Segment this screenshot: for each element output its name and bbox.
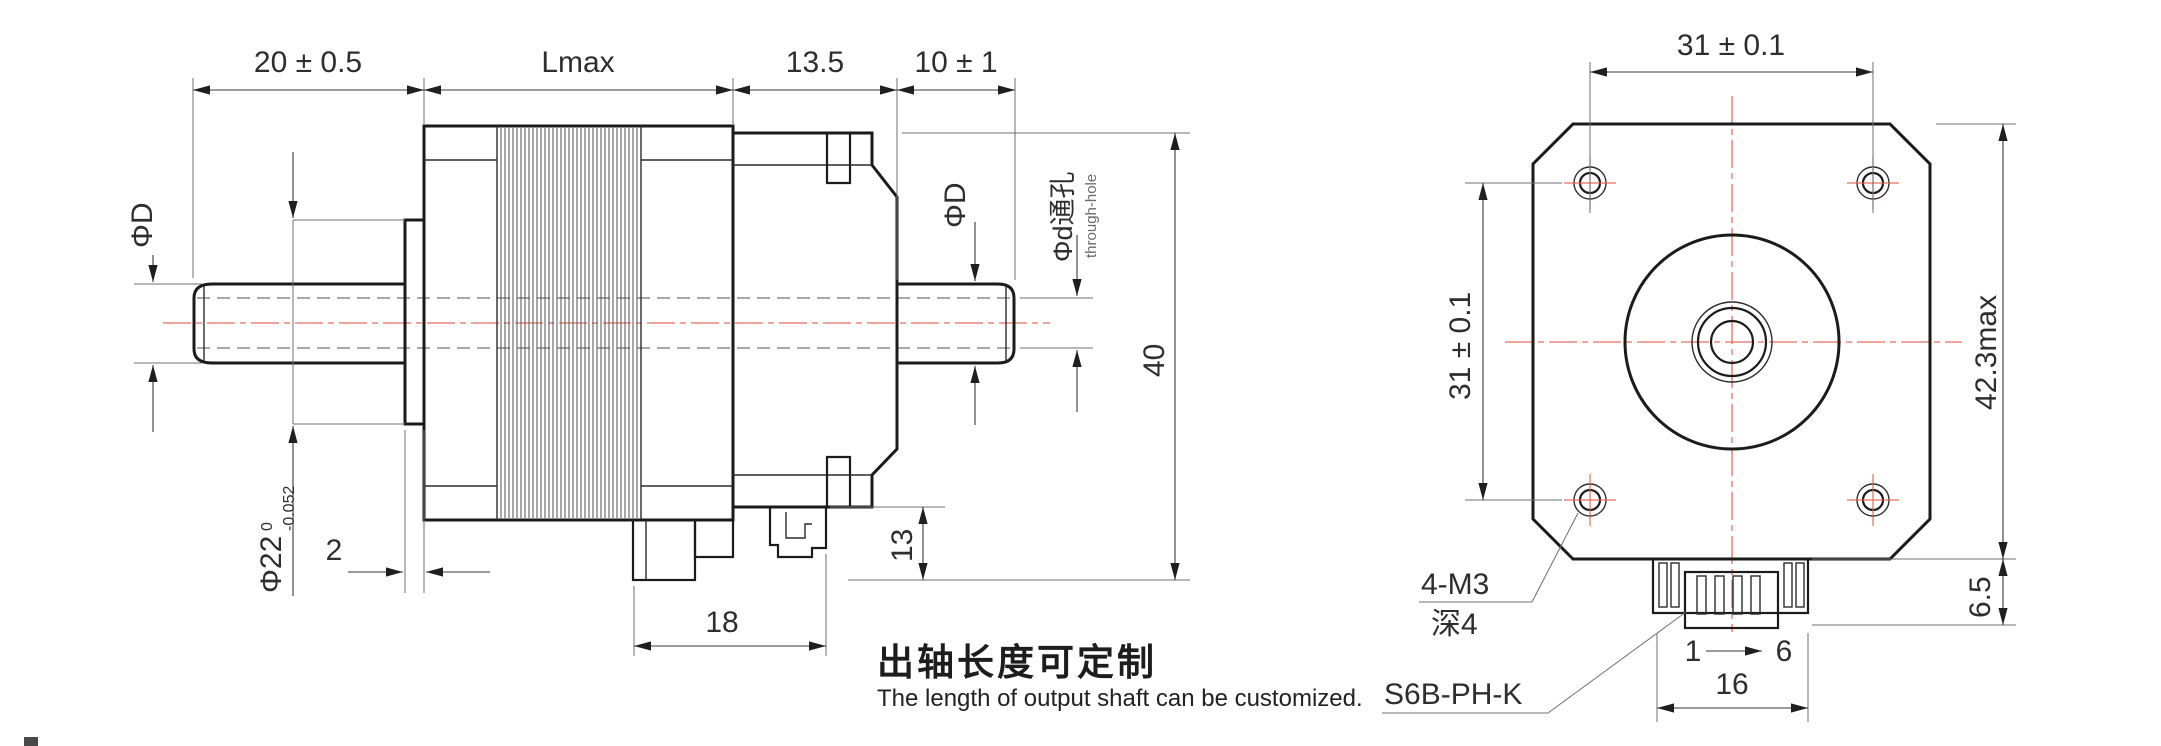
connector-front-shroud — [1651, 557, 1810, 615]
shaft-ring — [1696, 306, 1768, 378]
dim-shaft-dia-left: ΦD — [126, 202, 202, 432]
dim-motor-height: 40 — [848, 132, 1190, 581]
shaft-ring-outer — [1691, 301, 1773, 383]
callout-mounting-holes: 4-M3 深4 — [1419, 512, 1579, 641]
connector-ear-slot-l2 — [1670, 562, 1680, 608]
dim-pilot-width: 2 — [326, 430, 490, 593]
customization-note: 出轴长度可定制 The length of output shaft can b… — [877, 642, 1363, 712]
pilot-width-label: 2 — [326, 534, 343, 567]
connector-ear-slot-l1 — [1658, 562, 1668, 608]
connector-side-block — [631, 518, 697, 582]
pin-numbering: 1 6 — [1685, 635, 1793, 668]
motor-bottom-notch — [825, 455, 852, 507]
callout-connector-type: S6B-PH-K — [1382, 611, 1687, 714]
shaft-dia-right-label: ΦD — [939, 182, 972, 228]
connector-width-label: 16 — [1715, 668, 1748, 701]
connector-pin-slot-3 — [1732, 575, 1743, 615]
dim-connector-depth: 6.5 — [1812, 559, 2016, 626]
dim-hole-spacing-h: 31 ± 0.1 — [1589, 29, 1874, 213]
through-hole-label-cn: Φd通孔 — [1048, 171, 1078, 262]
pin-last-label: 6 — [1776, 635, 1793, 668]
pin-first-label: 1 — [1685, 635, 1702, 668]
connector-depth-label: 6.5 — [1964, 576, 1997, 618]
front-view: 31 ± 0.1 31 ± 0.1 42.3max 6.5 16 — [1382, 29, 2016, 722]
dim-top-row: 20 ± 0.5 Lmax 13.5 10 ± 1 — [192, 46, 1016, 280]
hole-depth-label: 深4 — [1431, 608, 1478, 641]
dim-shaft-front-label: 20 ± 0.5 — [254, 46, 362, 79]
dim-shaft-dia-right: ΦD — [939, 182, 980, 425]
rear-shaft-outline — [897, 282, 1016, 365]
motor-top-notch — [825, 133, 852, 185]
motor-body-outline — [733, 131, 899, 509]
connector-pin-slot-1 — [1696, 575, 1707, 615]
gearbox-hatch — [500, 128, 638, 518]
body-size-label: 42.3max — [1970, 295, 2003, 410]
dim-motor-front-label: 13.5 — [786, 46, 844, 79]
cropped-table-mark — [24, 737, 38, 746]
mounting-holes-leader — [1531, 512, 1579, 603]
connector-pin-slot-4 — [1750, 575, 1761, 615]
dim-connector-length: 18 — [633, 554, 827, 656]
dim-connector-width: 16 — [1656, 633, 1809, 722]
connector-height-label: 13 — [886, 529, 919, 562]
pilot-dia-label: Φ22 — [255, 536, 288, 593]
connector-type-label: S6B-PH-K — [1384, 678, 1522, 711]
note-chinese: 出轴长度可定制 — [877, 642, 1157, 683]
through-hole-label-en: through-hole — [1083, 174, 1100, 258]
connector-front-body — [1683, 570, 1780, 630]
connector-side-s6b-latch — [785, 512, 812, 539]
shaft-dia-left-label: ΦD — [126, 202, 159, 248]
connector-ear-slot-r1 — [1783, 562, 1793, 608]
connector-side-s6b-outline — [768, 507, 828, 559]
connector-side-step — [693, 518, 735, 559]
hole-spacing-v-label: 31 ± 0.1 — [1444, 292, 1477, 400]
pilot-circle — [1623, 233, 1841, 451]
pilot-tol-lower: -0.052 — [281, 486, 298, 531]
dim-hole-spacing-v: 31 ± 0.1 — [1444, 182, 1562, 501]
dim-shaft-rear-label: 10 ± 1 — [914, 46, 997, 79]
dim-connector-height: 13 — [830, 506, 945, 580]
dim-through-hole: Φd通孔 through-hole — [1020, 171, 1100, 412]
connector-ear-slot-r2 — [1795, 562, 1805, 608]
shaft-through-hole — [1709, 319, 1755, 365]
connector-length-label: 18 — [705, 606, 738, 639]
note-english: The length of output shaft can be custom… — [877, 685, 1363, 712]
dim-gearbox-length-label: Lmax — [541, 46, 614, 79]
side-view: 20 ± 0.5 Lmax 13.5 10 ± 1 ΦD Φ22 0 -0.05… — [126, 46, 1190, 656]
motor-height-label: 40 — [1138, 344, 1171, 377]
mounting-holes-label: 4-M3 — [1421, 568, 1489, 601]
connector-pin-slot-2 — [1714, 575, 1725, 615]
connector-type-leader — [1547, 611, 1687, 714]
hole-spacing-h-label: 31 ± 0.1 — [1677, 29, 1785, 62]
front-shaft-outline — [192, 282, 405, 365]
pilot-tol-upper: 0 — [259, 522, 276, 531]
pilot-boss — [403, 218, 426, 426]
dim-body-size: 42.3max — [1812, 123, 2016, 560]
gearbox-housing — [422, 124, 735, 522]
connector-front — [1651, 557, 1810, 630]
dim-pilot-dia: Φ22 0 -0.052 — [255, 152, 405, 596]
